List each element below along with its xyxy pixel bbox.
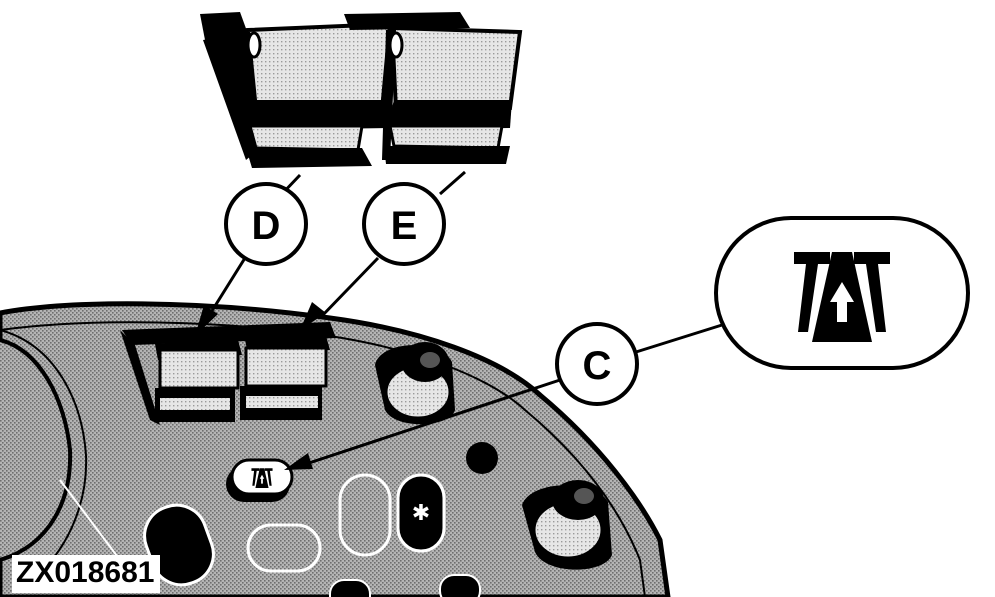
leader-lines — [203, 170, 723, 468]
callout-d: D — [224, 182, 308, 266]
console-buttons: ✱ — [143, 473, 481, 597]
figure-id-label: ZX018681 — [12, 555, 161, 593]
svg-text:C: C — [583, 344, 612, 388]
callout-c: C — [555, 322, 639, 406]
switch-e-enlarged — [344, 12, 523, 164]
oval-button[interactable] — [439, 574, 481, 597]
callout-e: E — [362, 182, 446, 266]
plus-minus-label: ✱ — [412, 501, 430, 526]
switch-d-installed[interactable] — [155, 340, 242, 422]
oval-button[interactable] — [396, 473, 446, 553]
rotary-knob-lower[interactable] — [522, 480, 612, 570]
oval-button[interactable] — [338, 473, 392, 557]
cruise-control-icon — [794, 252, 890, 342]
oval-button[interactable] — [246, 523, 322, 573]
switch-d-enlarged — [200, 12, 393, 168]
leader-arrowheads — [195, 302, 326, 470]
svg-text:E: E — [391, 204, 418, 248]
cruise-control-button[interactable] — [226, 458, 294, 502]
svg-text:D: D — [252, 204, 281, 248]
oval-button[interactable] — [329, 579, 371, 597]
cruise-control-symbol-bubble — [714, 216, 970, 370]
switch-e-installed[interactable] — [240, 336, 330, 420]
cruise-control-icon — [251, 468, 273, 488]
indicator-dot — [466, 442, 498, 474]
rotary-knob-upper[interactable] — [375, 342, 455, 425]
